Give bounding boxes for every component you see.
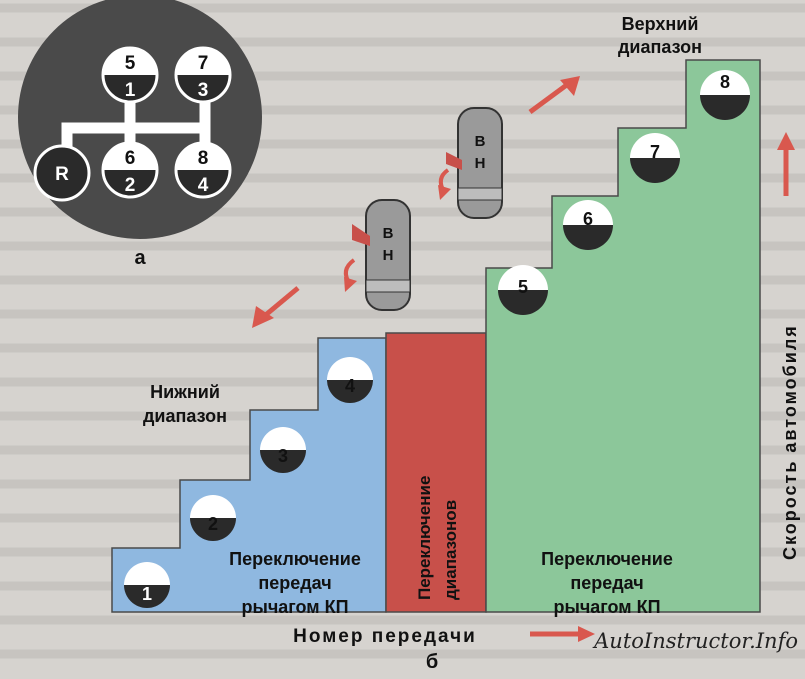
gear-6-label: 6 <box>125 148 136 169</box>
gear-pair-5-1 <box>101 46 159 104</box>
step-gear-2-label: 2 <box>208 514 218 534</box>
step-gear-8-label: 8 <box>720 72 730 92</box>
arrows <box>252 76 795 642</box>
range-switch-line2: диапазонов <box>441 500 460 600</box>
step-gear-5-label: 5 <box>518 277 528 297</box>
arrow-lever-high-curve <box>438 168 451 200</box>
step-gear-5 <box>498 265 548 315</box>
arrow-lever-low-curve <box>343 258 357 292</box>
watermark-text: AutoInstructor.Info <box>592 629 798 653</box>
caption-b: б <box>426 651 438 673</box>
gear-pair-7-3 <box>174 46 232 104</box>
gear-7-label: 7 <box>198 53 209 74</box>
high-range-label-line2: диапазон <box>618 37 702 57</box>
gear-pair-6-2 <box>101 141 159 199</box>
step-gear-6 <box>563 200 613 250</box>
gear-pair-8-4 <box>174 141 232 199</box>
caption-a: а <box>134 247 146 269</box>
lever-high-high-mark: В <box>475 133 486 150</box>
arrow-to-high-range <box>528 76 580 115</box>
step-gear-7-label: 7 <box>650 142 660 162</box>
step-gear-4-label: 4 <box>345 376 355 396</box>
gear-2-label: 2 <box>125 175 136 196</box>
low-range-label-line2: диапазон <box>143 406 227 426</box>
lever-knob-high: В Н <box>446 107 503 219</box>
shift-left-line2: передач <box>258 573 331 593</box>
high-gear-circles <box>498 70 750 315</box>
gear-3-label: 3 <box>198 80 209 101</box>
step-gear-3 <box>260 427 306 473</box>
low-range-label-line1: Нижний <box>150 382 220 402</box>
arrow-gear-number <box>530 626 595 642</box>
lever-low-low-mark: Н <box>383 247 394 264</box>
step-gear-1 <box>124 562 170 608</box>
shift-right-line2: передач <box>570 573 643 593</box>
shift-pattern-disc: R 5 1 7 3 6 2 8 4 <box>18 0 262 239</box>
step-gear-8 <box>700 70 750 120</box>
lever-low-high-mark: В <box>383 225 394 242</box>
vehicle-speed-label: Скорость автомобиля <box>780 324 800 560</box>
step-gear-7 <box>630 133 680 183</box>
step-gear-4 <box>327 357 373 403</box>
step-gear-6-label: 6 <box>583 209 593 229</box>
shift-left-line3: рычагом КП <box>241 597 348 617</box>
gear-4-label: 4 <box>198 175 209 196</box>
arrow-to-low-range <box>252 286 300 328</box>
reverse-gear-circle <box>33 144 91 202</box>
shift-right-line3: рычагом КП <box>553 597 660 617</box>
gear-8-label: 8 <box>198 148 209 169</box>
arrow-vehicle-speed <box>777 132 795 196</box>
reverse-label: R <box>55 164 69 185</box>
step-gear-3-label: 3 <box>278 446 288 466</box>
low-gear-circles <box>124 357 373 608</box>
step-gear-2 <box>190 495 236 541</box>
shift-right-line1: Переключение <box>541 549 673 569</box>
lever-high-low-mark: Н <box>475 155 486 172</box>
shift-left-line1: Переключение <box>229 549 361 569</box>
range-switch-zone <box>385 332 487 613</box>
step-gear-1-label: 1 <box>142 584 152 604</box>
gear-5-label: 5 <box>125 53 136 74</box>
range-switch-line1: Переключение <box>415 476 434 600</box>
gear-1-label: 1 <box>125 80 136 101</box>
gear-number-label: Номер передачи <box>293 626 477 647</box>
lever-knob-low: В Н <box>352 199 411 311</box>
high-range-label-line1: Верхний <box>622 14 699 34</box>
